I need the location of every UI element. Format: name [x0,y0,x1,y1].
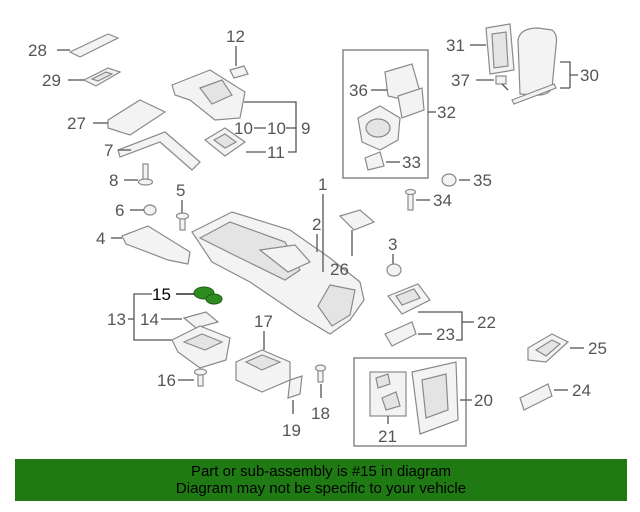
callout-36: 36 [349,81,368,100]
callout-3: 3 [388,235,397,254]
callout-18: 18 [311,404,330,423]
part-25-bezel[interactable] [527,333,570,363]
subassembly-box-32 [342,49,429,179]
callout-10b: 10 [267,119,286,138]
part-32-cupholder[interactable] [357,105,401,151]
callout-34: 34 [433,191,452,210]
callout-31: 31 [446,36,465,55]
callout-19: 19 [282,421,301,440]
part-9-shifter-panel[interactable] [171,69,246,121]
part-1-center-console[interactable] [191,211,365,335]
part-20-rear-vent-panel[interactable] [411,361,459,435]
info-banner: Part or sub-assembly is #15 in diagram D… [15,459,627,501]
part-7-trim-strip[interactable] [117,131,201,171]
callout-6: 6 [115,201,124,220]
part-12-clip[interactable] [229,65,249,79]
part-21-label-kit[interactable] [369,371,407,417]
callout-25: 25 [588,339,607,358]
callout-11: 11 [267,143,285,162]
callout-2: 2 [312,215,321,234]
callout-12: 12 [226,27,245,46]
part-5-bolt[interactable] [175,212,190,231]
callout-10: 10 [234,119,253,138]
callout-17: 17 [254,312,273,331]
part-15-highlighted[interactable] [193,286,223,305]
part-6-nut[interactable] [143,204,157,216]
callout-5: 5 [176,181,185,200]
part-19-mat[interactable] [287,375,303,399]
part-33-insert[interactable] [364,151,385,171]
callout-30: 30 [580,66,599,85]
callout-29: 29 [42,71,61,90]
callout-4: 4 [96,229,105,248]
part-24-cover[interactable] [519,383,553,411]
callout-37: 37 [451,71,470,90]
part-8-bolt[interactable] [137,163,154,186]
callout-15: 15 [152,285,171,304]
callout-7: 7 [104,141,113,160]
callout-24: 24 [572,381,591,400]
part-3-nut[interactable] [386,263,402,277]
banner-line-1: Part or sub-assembly is #15 in diagram [190,463,452,480]
part-29-tray[interactable] [82,67,122,87]
part-16-bolt[interactable] [193,368,208,387]
callout-13: 13 [107,310,126,329]
part-34-bolt[interactable] [404,188,417,211]
part-28-trim-panel[interactable] [68,33,120,58]
part-4-bracket[interactable] [121,225,191,265]
callout-33: 33 [402,153,421,172]
callout-21: 21 [378,427,397,446]
part-23-panel[interactable] [384,321,417,347]
part-26-cover[interactable] [338,209,376,231]
callout-32: 32 [437,103,456,122]
callout-16: 16 [157,371,176,390]
callout-26: 26 [330,260,349,279]
part-36-cupholder-mechanism[interactable] [384,63,425,119]
callout-23: 23 [436,325,455,344]
callout-28: 28 [28,41,47,60]
part-37-screw[interactable] [495,75,509,91]
part-11-bezel[interactable] [203,127,247,157]
banner-line-2: Diagram may not be specific to your vehi… [175,480,467,497]
part-13-storage-tray[interactable] [171,325,231,369]
subassembly-box-20 [353,357,467,447]
part-35-nut[interactable] [441,173,457,187]
callout-35: 35 [473,171,492,190]
part-31-bracket[interactable] [485,23,515,75]
part-17-storage-bin[interactable] [235,349,291,393]
callout-20: 20 [474,391,493,410]
part-30-armrest-lid[interactable] [511,27,558,105]
callout-9: 9 [301,119,310,138]
callout-27: 27 [67,114,86,133]
part-14-liner[interactable] [182,311,220,329]
part-27-trim-panel[interactable] [107,99,167,136]
parts-diagram: 28 29 27 7 8 12 10 10 9 11 [28,23,607,447]
callout-22: 22 [477,313,496,332]
part-22-switch-panel[interactable] [387,283,431,315]
callout-8: 8 [109,171,118,190]
part-18-bolt[interactable] [314,364,327,383]
callout-14: 14 [140,310,159,329]
callout-1: 1 [318,175,327,194]
